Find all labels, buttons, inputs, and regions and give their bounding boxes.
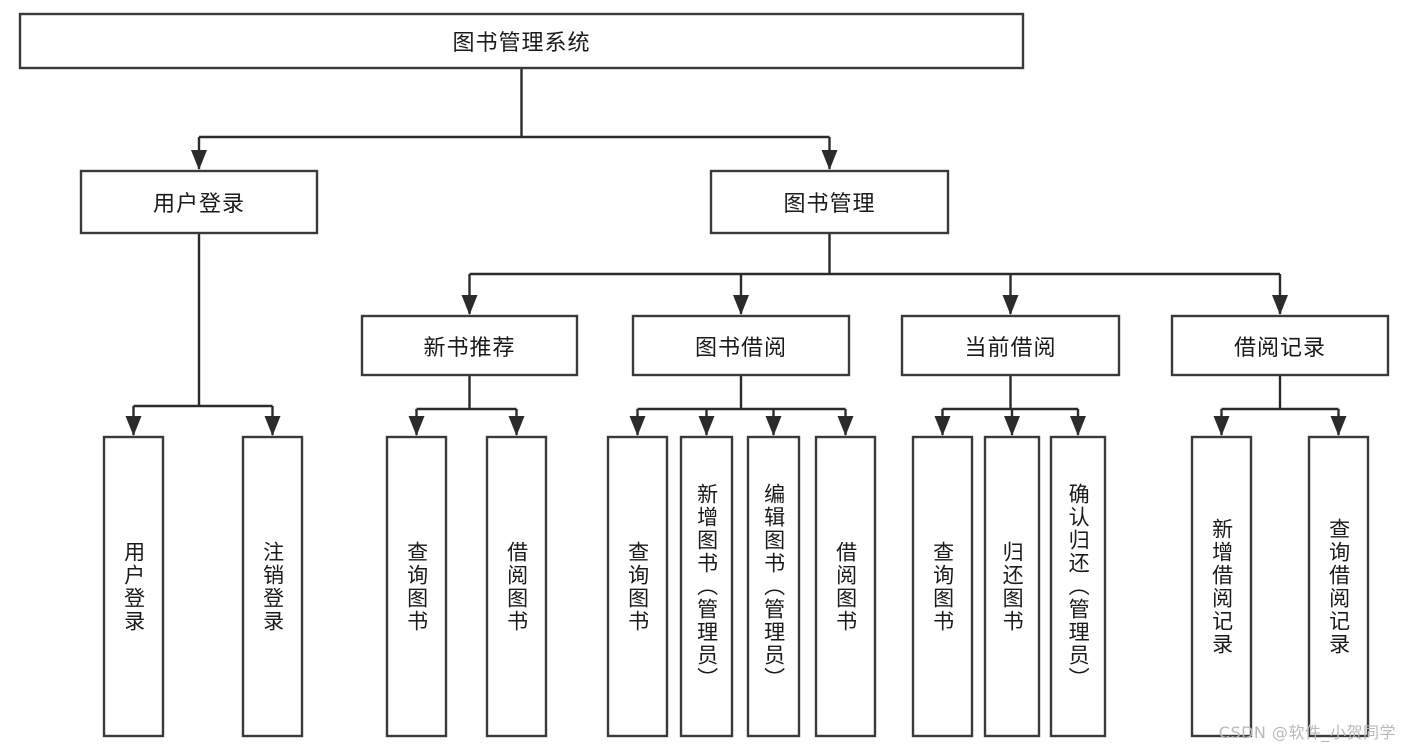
arrow-head-icon-leaf-query-borrow-record xyxy=(1330,416,1347,436)
arrow-head-icon-leaf-edit-book-admin xyxy=(765,416,782,436)
node-box-leaf-query-book-current xyxy=(911,435,974,738)
node-box-leaf-confirm-return-admin xyxy=(1049,435,1107,738)
connector-layer xyxy=(125,68,1347,436)
arrow-head-icon-leaf-add-book-admin xyxy=(698,416,715,436)
node-box-leaf-query-book-rec xyxy=(385,435,448,738)
node-box-leaf-query-borrow-record xyxy=(1307,435,1370,738)
node-box-leaf-edit-book-admin xyxy=(746,435,801,738)
node-box-leaf-add-book-admin xyxy=(679,435,734,738)
arrow-head-icon-borrow-record xyxy=(1272,295,1288,315)
node-box-borrow-record xyxy=(1170,314,1390,377)
watermark-text: CSDN @软件_小贺同学 xyxy=(1218,723,1396,742)
node-box-book-manage xyxy=(709,169,950,235)
node-box-user-login xyxy=(79,169,319,235)
arrow-head-icon-leaf-add-borrow-record xyxy=(1213,416,1230,436)
arrow-head-icon-book-borrow xyxy=(733,295,749,315)
arrow-head-icon-leaf-user-login xyxy=(125,416,142,436)
node-box-book-borrow xyxy=(631,314,851,377)
arrow-head-icon-leaf-return-book xyxy=(1004,416,1020,436)
node-box-root xyxy=(18,12,1025,70)
arrow-head-icon-leaf-query-book-rec xyxy=(408,416,425,436)
node-box-leaf-return-book xyxy=(983,435,1041,738)
arrow-head-icon-leaf-query-book-current xyxy=(934,416,951,436)
arrow-head-icon-leaf-query-book-borrow xyxy=(629,416,646,436)
node-box-leaf-borrow-book-rec xyxy=(485,435,548,738)
arrow-head-icon-current-borrow xyxy=(1002,295,1019,315)
arrow-head-icon-user-login xyxy=(191,150,207,170)
arrow-head-icon-leaf-confirm-return-admin xyxy=(1070,416,1086,436)
arrow-head-icon-leaf-borrow-book-borrow xyxy=(837,416,854,436)
node-box-leaf-query-book-borrow xyxy=(606,435,669,738)
arrow-head-icon-leaf-logout-login xyxy=(264,416,281,436)
node-box-current-borrow xyxy=(900,314,1121,377)
node-box-leaf-logout-login xyxy=(241,435,304,738)
node-box-new-book-recommend xyxy=(360,314,579,377)
node-box-leaf-borrow-book-borrow xyxy=(814,435,877,738)
arrow-head-icon-book-manage xyxy=(821,150,838,170)
node-box-leaf-add-borrow-record xyxy=(1190,435,1253,738)
arrow-head-icon-new-book-recommend xyxy=(461,295,478,315)
node-box-leaf-user-login xyxy=(102,435,165,738)
arrow-head-icon-leaf-borrow-book-rec xyxy=(508,416,525,436)
box-layer xyxy=(18,12,1390,738)
